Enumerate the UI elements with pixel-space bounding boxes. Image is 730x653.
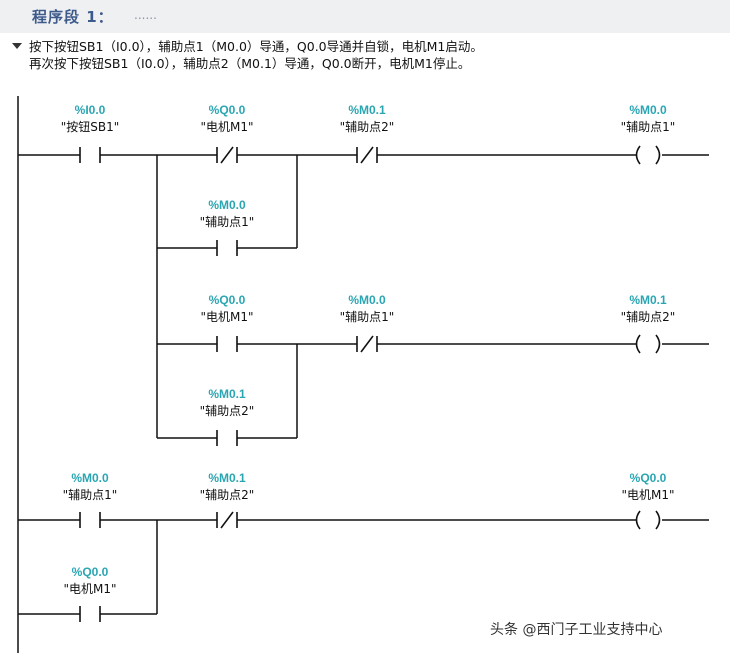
coil-address: %M0.1 xyxy=(629,293,667,307)
no-contact-icon xyxy=(216,430,238,446)
contact-c1[interactable]: %I0.0 "按钮SB1" xyxy=(61,103,120,163)
watermark: 头条 @西门子工业支持中心 xyxy=(490,621,662,638)
contact-c5[interactable]: %Q0.0 "电机M1" xyxy=(200,293,254,352)
contact-address: %M0.1 xyxy=(208,471,246,485)
coil-q3[interactable]: %Q0.0 "电机M1" xyxy=(621,471,675,530)
contact-address: %M0.0 xyxy=(208,198,246,212)
coil-address: %M0.0 xyxy=(629,103,667,117)
contact-address: %Q0.0 xyxy=(209,103,246,117)
coil-q1[interactable]: %M0.0 "辅助点1" xyxy=(621,103,676,165)
coil-tag: "辅助点2" xyxy=(621,310,676,324)
contact-tag: "辅助点1" xyxy=(200,215,255,229)
contact-address: %Q0.0 xyxy=(72,565,109,579)
contact-address: %M0.0 xyxy=(348,293,386,307)
contact-tag: "电机M1" xyxy=(200,310,253,324)
network-comment-placeholder[interactable]: ...... xyxy=(134,8,157,22)
no-contact-icon xyxy=(216,336,238,352)
network-title: 程序段 1： xyxy=(32,8,114,26)
network-header[interactable]: 程序段 1： ...... xyxy=(0,0,730,33)
contact-tag: "辅助点2" xyxy=(200,488,255,502)
contact-c4[interactable]: %M0.0 "辅助点1" xyxy=(200,198,255,256)
contact-address: %I0.0 xyxy=(75,103,106,117)
contact-c10[interactable]: %Q0.0 "电机M1" xyxy=(63,565,117,622)
nc-contact-icon xyxy=(216,146,238,164)
coil-icon xyxy=(635,145,661,165)
coil-icon xyxy=(635,510,661,530)
nc-contact-icon xyxy=(356,146,378,164)
comment-line-2: 再次按下按钮SB1（I0.0），辅助点2（M0.1）导通，Q0.0断开，电机M1… xyxy=(29,56,471,71)
contact-address: %M0.1 xyxy=(348,103,386,117)
contact-address: %Q0.0 xyxy=(209,293,246,307)
nc-contact-icon xyxy=(356,335,378,353)
network-comment[interactable]: 按下按钮SB1（I0.0），辅助点1（M0.0）导通，Q0.0导通并自锁，电机M… xyxy=(12,38,483,72)
comment-line-1: 按下按钮SB1（I0.0），辅助点1（M0.0）导通，Q0.0导通并自锁，电机M… xyxy=(29,39,483,54)
contact-c2[interactable]: %Q0.0 "电机M1" xyxy=(200,103,254,164)
contact-address: %M0.0 xyxy=(71,471,109,485)
contact-tag: "按钮SB1" xyxy=(61,119,120,134)
contact-tag: "辅助点1" xyxy=(340,310,395,324)
contact-tag: "辅助点2" xyxy=(200,404,255,418)
no-contact-icon xyxy=(79,606,101,622)
coil-address: %Q0.0 xyxy=(630,471,667,485)
coil-q2[interactable]: %M0.1 "辅助点2" xyxy=(621,293,676,354)
no-contact-icon xyxy=(79,147,101,163)
contact-tag: "辅助点1" xyxy=(63,488,118,502)
contact-c6[interactable]: %M0.0 "辅助点1" xyxy=(340,293,395,353)
ladder-wires xyxy=(17,96,709,653)
contact-c8[interactable]: %M0.0 "辅助点1" xyxy=(63,471,118,528)
coil-icon xyxy=(635,334,661,354)
contact-c9[interactable]: %M0.1 "辅助点2" xyxy=(200,471,255,529)
coil-tag: "电机M1" xyxy=(621,488,674,502)
contact-c3[interactable]: %M0.1 "辅助点2" xyxy=(340,103,395,164)
contact-tag: "电机M1" xyxy=(63,582,116,596)
no-contact-icon xyxy=(79,512,101,528)
contact-tag: "电机M1" xyxy=(200,120,253,134)
collapse-triangle-icon[interactable] xyxy=(12,43,22,49)
contact-c7[interactable]: %M0.1 "辅助点2" xyxy=(200,387,255,446)
contact-address: %M0.1 xyxy=(208,387,246,401)
no-contact-icon xyxy=(216,240,238,256)
nc-contact-icon xyxy=(216,511,238,529)
coil-tag: "辅助点1" xyxy=(621,120,676,134)
contact-tag: "辅助点2" xyxy=(340,120,395,134)
